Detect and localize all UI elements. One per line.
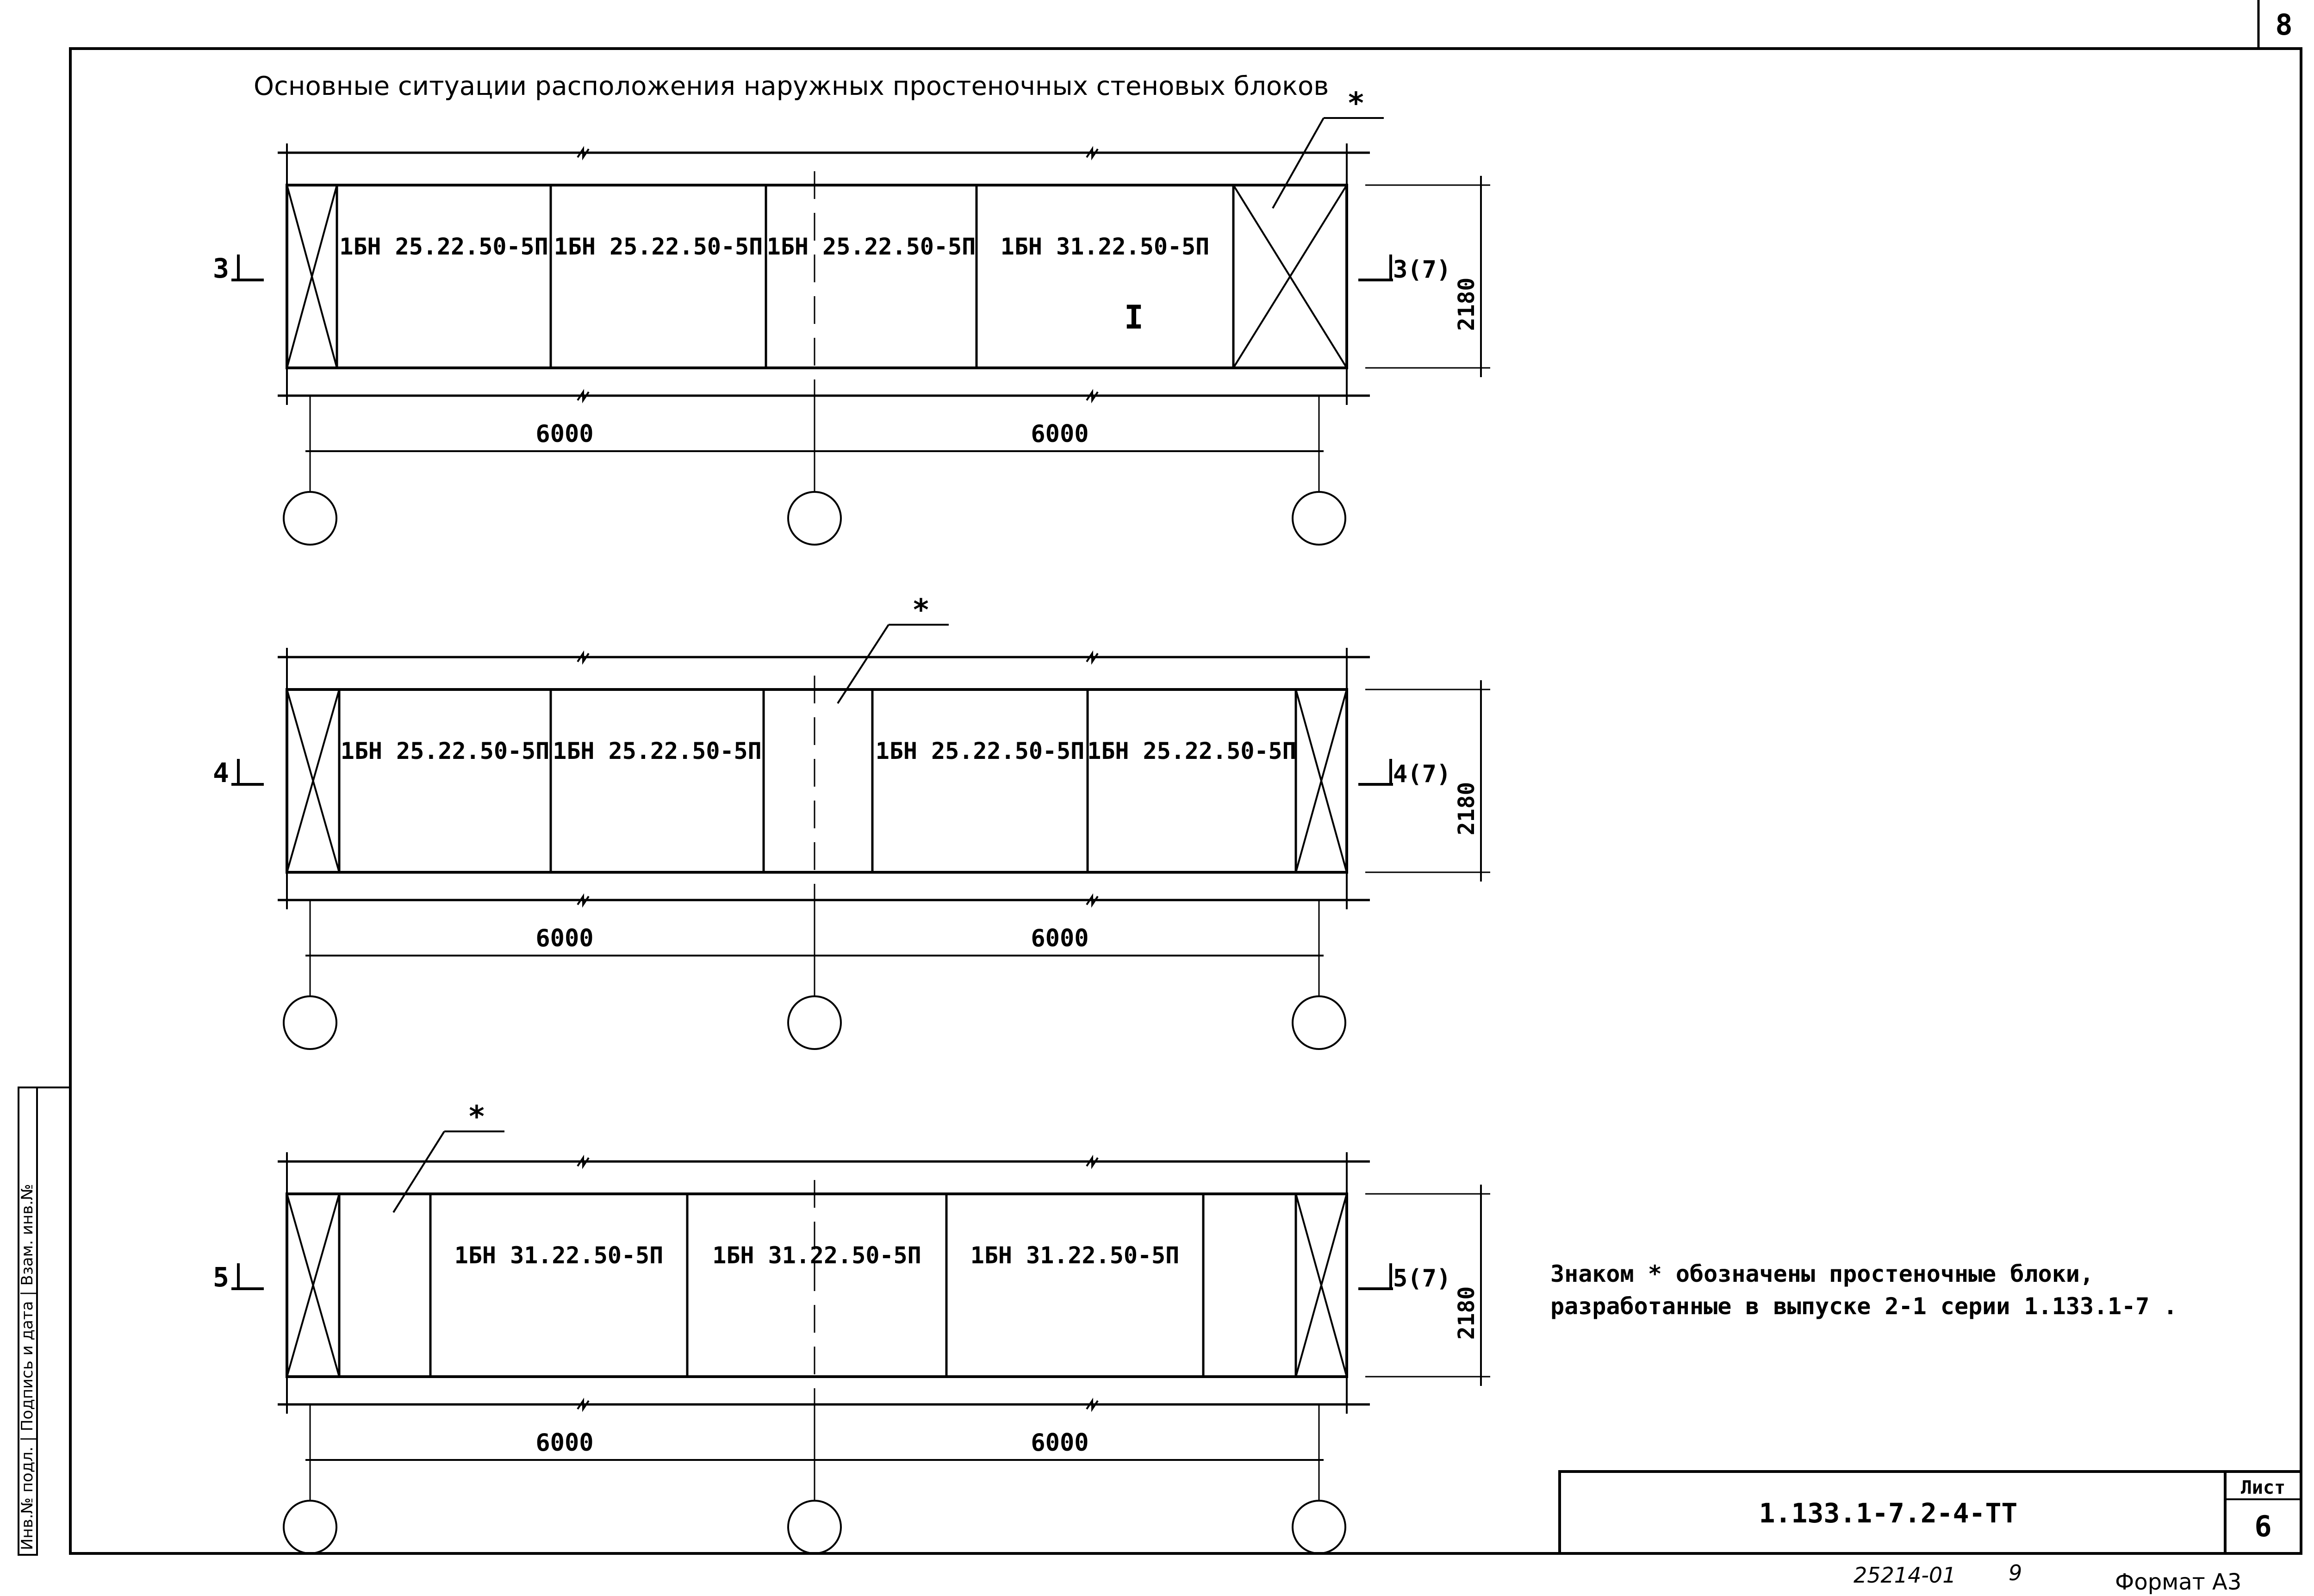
axis-bubble (283, 491, 337, 546)
block-label: 1БН 31.22.50-5П (1001, 233, 1210, 260)
axis-bubble (787, 1500, 842, 1554)
asterisk-mark: * (912, 593, 930, 627)
section-mark-left: 3 (213, 253, 229, 284)
title-block: 1.133.1-7.2-4-ТТ Лист 6 (1558, 1470, 2302, 1555)
side-strip-label: Инв.№ подл. | Подпись и дата | Взам. инв… (18, 1184, 37, 1550)
break-mark (577, 893, 590, 908)
asterisk-mark: * (468, 1100, 486, 1134)
break-mark (1086, 1155, 1099, 1169)
wall-outline (286, 1192, 1348, 1378)
axis-bubble (787, 491, 842, 546)
dimension-height: 2180 (1454, 1286, 1480, 1340)
dimension-height: 2180 (1454, 782, 1480, 836)
column-cross-left (286, 185, 338, 368)
side-strip: Инв.№ подл. | Подпись и дата | Взам. инв… (18, 1087, 70, 1556)
axis-bubble (1292, 1500, 1346, 1554)
block-label: 1БН 25.22.50-5П (876, 738, 1085, 764)
block-label: 1БН 25.22.50-5П (553, 738, 762, 764)
dimension-span-right: 6000 (1031, 1429, 1089, 1457)
stamp-box (1558, 1470, 2302, 1555)
section-mark-right: 4(7) (1393, 760, 1451, 788)
wall-outline (286, 688, 1348, 874)
sheet-number: 6 (2254, 1509, 2271, 1543)
break-mark (577, 650, 590, 665)
block-label: 1БН 25.22.50-5П (554, 233, 763, 260)
page-number: 8 (2275, 8, 2292, 42)
asterisk-leader (1272, 118, 1325, 209)
drawing-frame (69, 47, 2302, 1555)
note-line-2: разработанные в выпуске 2-1 серии 1.133.… (1550, 1293, 2177, 1320)
block-label: 1БН 31.22.50-5П (454, 1242, 664, 1269)
situation-3: 1БН 31.22.50-5П 1БН 31.22.50-5П 1БН 31.22.… (213, 1100, 1490, 1554)
block-label: 1БН 25.22.50-5П (339, 233, 548, 260)
block-label: 1БН 25.22.50-5П (1087, 738, 1296, 764)
break-mark (1086, 893, 1099, 908)
section-mark-right: 3(7) (1393, 256, 1451, 284)
section-mark-left: 5 (213, 1261, 229, 1293)
column-cross-right (1295, 689, 1348, 873)
block-label: 1БН 25.22.50-5П (341, 738, 550, 764)
axis-bubble (1292, 491, 1346, 546)
break-mark (577, 1397, 590, 1412)
break-mark (577, 1155, 590, 1169)
section-mark-left: 4 (213, 757, 229, 789)
column-cross-left (286, 1193, 340, 1377)
page-title: Основные ситуации расположения наружных … (254, 71, 1329, 101)
dimension-span-left: 6000 (535, 925, 593, 952)
dimension-span-left: 6000 (535, 1429, 593, 1457)
break-mark (1086, 146, 1099, 161)
break-mark (577, 389, 590, 404)
dimension-height: 2180 (1454, 278, 1480, 331)
column-cross-right (1232, 184, 1348, 369)
side-strip-box (18, 1087, 38, 1556)
column-cross-right (1295, 1193, 1348, 1377)
footer-mark: 9 (2009, 1560, 2022, 1585)
break-mark (577, 146, 590, 161)
block-label: 1БН 31.22.50-5П (712, 1242, 921, 1269)
dimension-span-left: 6000 (535, 420, 593, 448)
asterisk-leader (392, 1130, 445, 1213)
column-cross-left (286, 689, 340, 873)
wall-outline (286, 184, 1348, 369)
format-label: Формат А3 (2115, 1569, 2241, 1595)
break-mark (1086, 1397, 1099, 1412)
sheet-label: Лист (2241, 1477, 2285, 1498)
note-line-1: Знаком * обозначены простеночные блоки, (1550, 1261, 2094, 1287)
asterisk-leader (837, 624, 890, 704)
block-label: 1БН 31.22.50-5П (970, 1242, 1180, 1269)
axis-bubble (283, 995, 337, 1050)
dimension-span-right: 6000 (1031, 420, 1089, 448)
block-mark: I (1124, 298, 1144, 336)
section-mark-right: 5(7) (1393, 1265, 1451, 1292)
break-mark (1086, 650, 1099, 665)
axis-bubble (1292, 995, 1346, 1050)
block-label: 1БН 25.22.50-5П (767, 233, 976, 260)
asterisk-mark: * (1347, 87, 1365, 121)
document-code: 1.133.1-7.2-4-ТТ (1759, 1497, 2018, 1529)
axis-bubble (787, 995, 842, 1050)
axis-bubble (283, 1500, 337, 1554)
break-mark (1086, 389, 1099, 404)
dimension-span-right: 6000 (1031, 925, 1089, 952)
footer-number: 25214-01 (1854, 1563, 1956, 1588)
